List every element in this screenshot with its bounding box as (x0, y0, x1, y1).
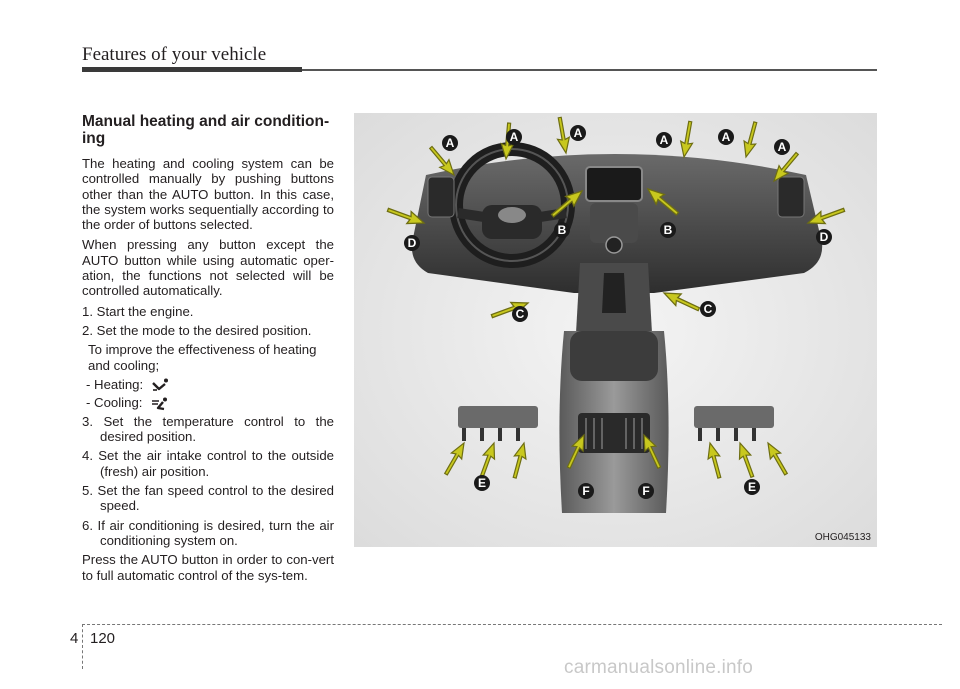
svg-text:A: A (660, 133, 669, 147)
zone-label-f2: F (638, 483, 654, 499)
svg-text:D: D (820, 230, 829, 244)
footer-rule (82, 624, 942, 625)
dashboard-vents-diagram: A A A A A A B B C C D D E E F F (354, 113, 877, 547)
figure-code: OHG045133 (814, 532, 871, 543)
steering-wheel (449, 142, 575, 268)
zone-label-a4: A (656, 132, 672, 148)
zone-label-d2: D (816, 229, 832, 245)
zone-labels: A A A A A A B B C C D D E E F F (404, 125, 832, 499)
svg-text:C: C (704, 302, 713, 316)
center-display (585, 166, 643, 202)
intro-paragraph: The heating and cooling system can be co… (82, 156, 334, 233)
zone-label-e1: E (474, 475, 490, 491)
airflow-arrows (386, 116, 846, 479)
step-5: 5. Set the fan speed control to the desi… (82, 483, 334, 514)
zone-label-a5: A (718, 129, 734, 145)
zone-label-a1: A (442, 135, 458, 151)
svg-text:E: E (748, 480, 756, 494)
cooling-mode-icon (152, 397, 168, 411)
svg-text:C: C (516, 307, 525, 321)
section-heading: Manual heating and air condition-ing (82, 113, 330, 147)
header-rule-thick (82, 67, 302, 72)
airflow-illustration: A A A A A A B B C C D D E E F F OHG04513… (354, 113, 877, 547)
svg-text:B: B (664, 223, 673, 237)
step-2-detail: To improve the effectiveness of heating … (88, 342, 317, 373)
svg-text:A: A (574, 126, 583, 140)
zone-label-f1: F (578, 483, 594, 499)
zone-label-a3: A (570, 125, 586, 141)
text-column: Manual heating and air condition-ing The… (82, 113, 334, 588)
watermark-text: carmanualsonline.info (564, 657, 754, 678)
header-rule-thin (302, 69, 877, 71)
page-number: 120 (90, 630, 116, 647)
closing-paragraph: Press the AUTO button in order to con-ve… (82, 552, 334, 583)
heating-mode-row: - Heating: (82, 377, 334, 393)
svg-text:F: F (582, 484, 589, 498)
heating-mode-icon (152, 378, 168, 392)
step-6: 6. If air conditioning is desired, turn … (82, 517, 334, 548)
zone-label-d1: D (404, 235, 420, 251)
svg-text:A: A (778, 140, 787, 154)
zone-label-a6: A (774, 139, 790, 155)
svg-text:D: D (408, 236, 417, 250)
heating-mode-label: - Heating: (86, 376, 144, 392)
svg-text:E: E (478, 476, 486, 490)
svg-text:A: A (722, 130, 731, 144)
step-4: 4. Set the air intake control to the out… (82, 448, 334, 479)
step-1: 1. Start the engine. (82, 303, 194, 319)
note-paragraph: When pressing any button except the AUTO… (82, 237, 334, 299)
zone-label-a2: A (506, 129, 522, 145)
svg-text:A: A (510, 130, 519, 144)
zone-label-c2: C (700, 301, 716, 317)
footer-vertical-rule (82, 624, 83, 669)
cooling-mode-row: - Cooling: (82, 395, 334, 411)
svg-text:B: B (558, 223, 567, 237)
cooling-mode-label: - Cooling: (86, 395, 143, 411)
svg-text:A: A (446, 136, 455, 150)
page-header-title: Features of your vehicle (82, 44, 267, 65)
zone-label-e2: E (744, 479, 760, 495)
svg-text:F: F (642, 484, 649, 498)
zone-label-b2: B (660, 222, 676, 238)
step-3: 3. Set the temperature control to the de… (82, 413, 334, 445)
chapter-number: 4 (70, 630, 79, 647)
step-2: 2. Set the mode to the desired position. (82, 322, 312, 338)
zone-label-b1: B (554, 222, 570, 238)
zone-label-c1: C (512, 306, 528, 322)
